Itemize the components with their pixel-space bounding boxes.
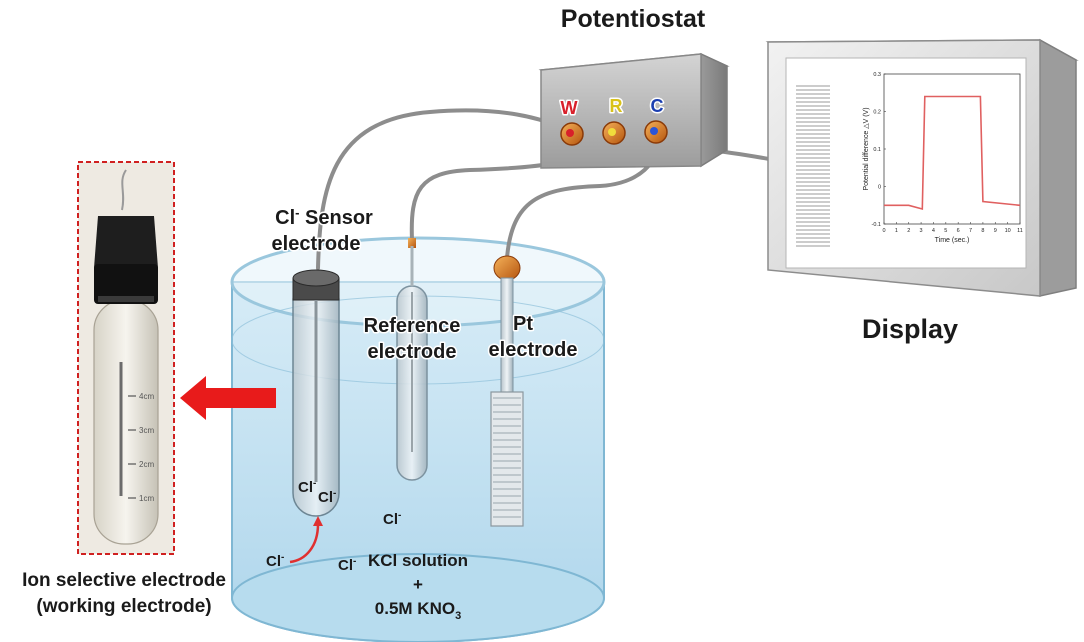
red-arrow-icon xyxy=(180,376,276,420)
y-tick-label: -0.1 xyxy=(872,222,881,228)
reference-electrode-label: Reference xyxy=(364,315,461,337)
y-tick-label: 0 xyxy=(878,185,881,191)
y-tick-label: 0.3 xyxy=(873,72,881,78)
terminal-c-label: C xyxy=(651,96,664,116)
x-tick-label: 9 xyxy=(994,228,997,234)
chart-y-axis-label: Potential difference △V (V) xyxy=(863,107,870,190)
ion-label: Cl- xyxy=(318,488,336,506)
pt-electrode xyxy=(490,255,524,527)
x-tick-label: 6 xyxy=(957,228,960,234)
ise-label: Ion selective electrode xyxy=(22,570,226,591)
chart-series-line xyxy=(884,95,1021,211)
pt-electrode-label: Pt xyxy=(513,313,533,335)
sensor-electrode-label-2: electrode xyxy=(272,233,361,255)
x-tick-label: 2 xyxy=(907,228,910,234)
x-tick-label: 0 xyxy=(882,228,885,234)
solution-label-3: 0.5M KNO3 xyxy=(375,599,461,622)
x-tick-label: 7 xyxy=(969,228,972,234)
display-label: Display xyxy=(862,314,958,344)
ion-label: Cl- xyxy=(338,556,356,574)
ise-label-2: (working electrode) xyxy=(36,596,211,617)
ion-label: Cl- xyxy=(298,478,316,496)
x-tick-label: 11 xyxy=(1017,228,1023,234)
potentiostat-label: Potentiostat xyxy=(561,5,706,33)
x-tick-label: 1 xyxy=(895,228,898,234)
tube-mark-label: 4cm xyxy=(139,392,154,401)
solution-label-plus: + xyxy=(413,575,423,594)
x-tick-label: 5 xyxy=(944,228,947,234)
sensor-electrode xyxy=(289,269,340,564)
terminal-r-label: R xyxy=(610,96,623,116)
x-tick-label: 10 xyxy=(1005,228,1011,234)
cable-working xyxy=(316,108,572,270)
sensor-electrode-label: Cl- Sensor xyxy=(275,205,373,229)
y-tick-label: 0.2 xyxy=(873,110,881,116)
pt-electrode-label-2: electrode xyxy=(489,339,578,361)
solution-label: KCl solution xyxy=(368,551,468,570)
reference-electrode xyxy=(396,238,428,481)
potentiostat-box: W R C xyxy=(538,52,730,169)
tube-mark-label: 1cm xyxy=(139,494,154,503)
y-tick-label: 0.1 xyxy=(873,147,881,153)
ise-photo: 4cm 3cm 2cm 1cm xyxy=(77,161,175,555)
x-tick-label: 8 xyxy=(981,228,984,234)
reference-electrode-label-2: electrode xyxy=(368,341,457,363)
chart-plot-area xyxy=(883,73,1021,225)
ion-label: Cl- xyxy=(266,552,284,570)
chloride-ions: Cl- Cl- Cl- Cl- Cl- xyxy=(266,478,401,574)
tube-mark-label: 2cm xyxy=(139,460,154,469)
ion-label: Cl- xyxy=(383,510,401,528)
display-text-lines xyxy=(796,85,830,247)
chart-x-axis-label: Time (sec.) xyxy=(935,237,970,244)
x-tick-label: 3 xyxy=(920,228,923,234)
tube-mark-label: 3cm xyxy=(139,426,154,435)
ion-entry-arrow xyxy=(289,523,320,564)
x-tick-label: 4 xyxy=(932,228,935,234)
terminal-w-label: W xyxy=(561,98,578,118)
